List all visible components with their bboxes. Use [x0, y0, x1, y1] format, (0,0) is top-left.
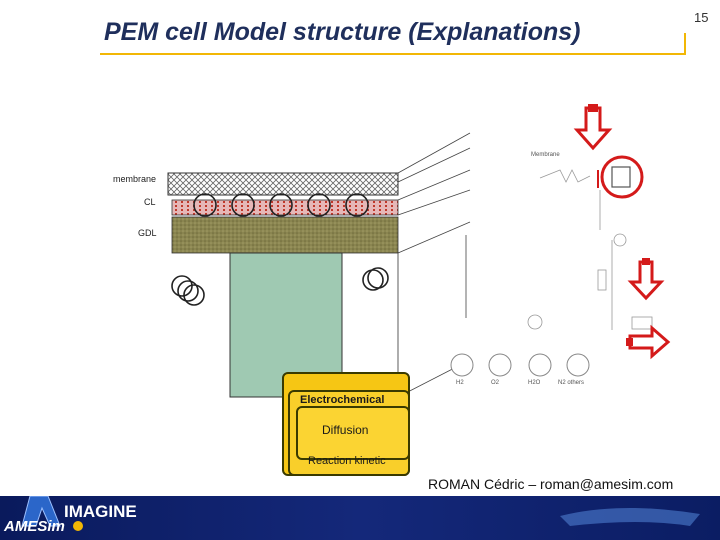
amesim-logo-text: AMESim	[4, 518, 65, 535]
slide-title: PEM cell Model structure (Explanations)	[104, 18, 581, 46]
species-n2: N2 others	[558, 380, 585, 386]
coil-right	[362, 267, 389, 291]
scroll-front	[296, 406, 410, 460]
arrow-right-cap	[626, 338, 633, 346]
coil-left	[171, 275, 205, 306]
gdl-layer	[171, 216, 399, 254]
cell-diagram	[167, 104, 671, 398]
author-contact: ROMAN Cédric – roman@amesim.com	[428, 476, 674, 492]
imagine-logo-text: IMAGINE	[64, 502, 137, 521]
cl-coils	[193, 193, 369, 217]
footer-bar: AMESim IMAGINE	[0, 496, 720, 540]
arrow-right	[628, 324, 671, 360]
species-h2: H2	[456, 380, 464, 386]
species-o2: O2	[491, 380, 500, 386]
arrow-down-top-cap	[588, 104, 598, 112]
title-underline-tick	[684, 33, 686, 55]
arrow-down-right-cap	[642, 258, 650, 265]
cl-label: CL	[144, 197, 156, 207]
species-icons	[450, 353, 590, 377]
footer-graphics	[21, 496, 700, 531]
schematic-membrane-label: Membrane	[531, 152, 560, 158]
page-number: 15	[694, 10, 709, 25]
arrow-down-right	[627, 260, 665, 301]
amesim-logo-mark	[21, 496, 61, 527]
highlight-ring	[600, 155, 644, 199]
membrane-layer	[167, 172, 399, 196]
gdl-label: GDL	[138, 228, 157, 238]
plane-graphic	[560, 507, 700, 526]
title-underline	[100, 53, 686, 55]
logo-dot-icon	[73, 521, 83, 531]
scroll-reaction-kinetic: Reaction kinetic	[308, 455, 386, 467]
schematic	[527, 169, 653, 330]
membrane-label: membrane	[113, 174, 157, 184]
arrow-down-top	[573, 106, 613, 151]
scroll-diffusion: Diffusion	[322, 423, 369, 437]
scroll-electrochemical: Electrochemical	[300, 394, 385, 406]
species-h2o: H2O	[528, 380, 541, 386]
